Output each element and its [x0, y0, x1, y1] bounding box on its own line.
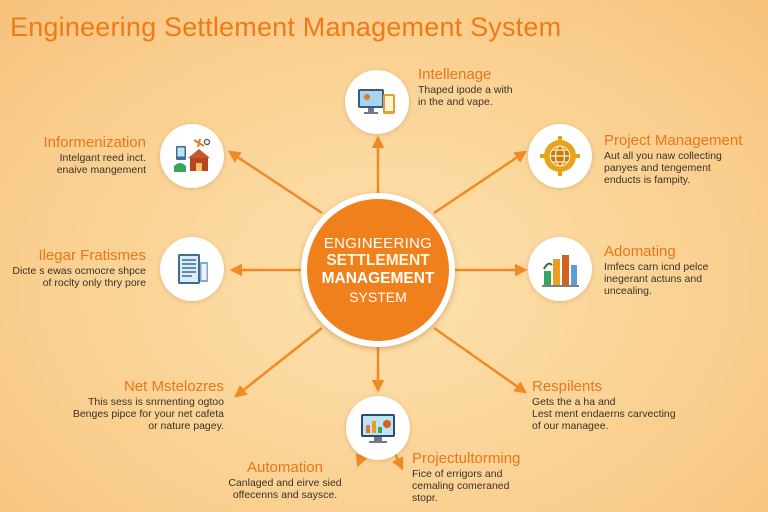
adomating-title: Adomating — [604, 243, 676, 260]
connector-bottom-right — [433, 326, 528, 394]
connector-top-right — [433, 150, 528, 215]
node-intellenage — [345, 70, 409, 134]
label-respilents: Respilents Gets the a ha and Lest ment e… — [532, 378, 676, 432]
label-automation: Automation Canlaged and eirve sied offec… — [218, 459, 352, 501]
label-net-mstelozres: Net Mstelozres This sess is snrnenting o… — [50, 378, 224, 432]
project-management-title: Project Management — [604, 132, 743, 149]
automation-desc-1: Canlaged and eirve sied — [228, 477, 342, 489]
automation-desc-2: offecenns and saysce. — [232, 489, 338, 501]
label-informenization: Informenization Intelgant reed inct. ena… — [10, 134, 146, 176]
globe-gear-icon — [540, 136, 580, 176]
connector-bottom-left — [234, 327, 323, 398]
ilegar-fratismes-desc-2: of roclty only thry pore — [42, 277, 146, 289]
ilegar-fratismes-desc-1: Dicte s ewas ocmocre shpce — [12, 265, 146, 277]
ilegar-fratismes-title: Ilegar Fratismes — [38, 247, 146, 264]
house-tools-icon — [174, 138, 211, 172]
automation-title: Automation — [247, 459, 323, 476]
project-management-desc-3: enducts is fampity. — [604, 174, 691, 186]
node-bottom — [346, 396, 410, 460]
document-icon — [178, 254, 208, 284]
hub-line-2: SETTLEMENT — [326, 252, 430, 269]
label-intellenage: Intellenage Thaped ipode a with in the a… — [418, 66, 513, 108]
adomating-desc-3: uncealing. — [604, 285, 652, 297]
respilents-desc-3: of our managee. — [532, 420, 609, 432]
label-ilegar-fratismes: Ilegar Fratismes Dicte s ewas ocmocre sh… — [10, 247, 146, 289]
hub-line-3: MANAGEMENT — [321, 270, 435, 287]
respilents-title: Respilents — [532, 378, 603, 395]
central-hub: ENGINEERING SETTLEMENT MANAGEMENT SYSTEM — [301, 193, 455, 347]
net-mstelozres-desc-2: Benges pipce for your net cafeta — [72, 408, 224, 420]
net-mstelozres-desc-1: This sess is snrnenting ogtoo — [88, 396, 224, 408]
projectultorming-title: Projectultorming — [412, 450, 521, 467]
connector-top-left — [227, 150, 323, 215]
adomating-desc-2: inegerant actuns and — [604, 273, 703, 285]
adomating-desc-1: Imfecs carn icnd pelce — [604, 261, 709, 273]
respilents-desc-1: Gets the a ha and — [532, 396, 616, 408]
monitor-tablet-icon — [358, 89, 395, 114]
node-informenization — [160, 124, 224, 188]
informenization-desc-1: Intelgant reed inct. — [59, 152, 146, 164]
label-project-management: Project Management Aut all you naw colle… — [604, 132, 742, 186]
projectultorming-desc-3: stopr. — [412, 492, 438, 504]
informenization-desc-2: enaive mangement — [56, 164, 146, 176]
informenization-title: Informenization — [43, 134, 146, 151]
project-management-desc-2: panyes and tengement — [604, 162, 711, 174]
respilents-desc-2: Lest ment endaerns carvecting — [532, 408, 676, 420]
hub-line-1: ENGINEERING — [323, 235, 433, 252]
net-mstelozres-desc-3: or nature pagey. — [148, 420, 224, 432]
intellenage-title: Intellenage — [418, 66, 492, 83]
node-adomating — [528, 237, 592, 301]
node-project-management — [528, 124, 592, 188]
projectultorming-desc-1: Fice of errigors and — [412, 468, 503, 480]
project-management-desc-1: Aut all you naw collecting — [604, 150, 722, 162]
intellenage-desc-2: in the and vape. — [418, 96, 493, 108]
label-adomating: Adomating Imfecs carn icnd pelce inegera… — [604, 243, 708, 297]
bar-chart-icon — [542, 255, 579, 287]
page-title: Engineering Settlement Management System — [10, 12, 562, 42]
label-projectultorming: Projectultorming Fice of errigors and ce… — [412, 450, 520, 504]
hub-line-4: SYSTEM — [349, 289, 407, 305]
node-ilegar-fratismes — [160, 237, 224, 301]
projectultorming-desc-2: cemaling comeraned — [412, 480, 510, 492]
monitor-chart-icon — [361, 414, 395, 443]
intellenage-desc-1: Thaped ipode a with — [418, 84, 513, 96]
net-mstelozres-title: Net Mstelozres — [123, 378, 224, 395]
